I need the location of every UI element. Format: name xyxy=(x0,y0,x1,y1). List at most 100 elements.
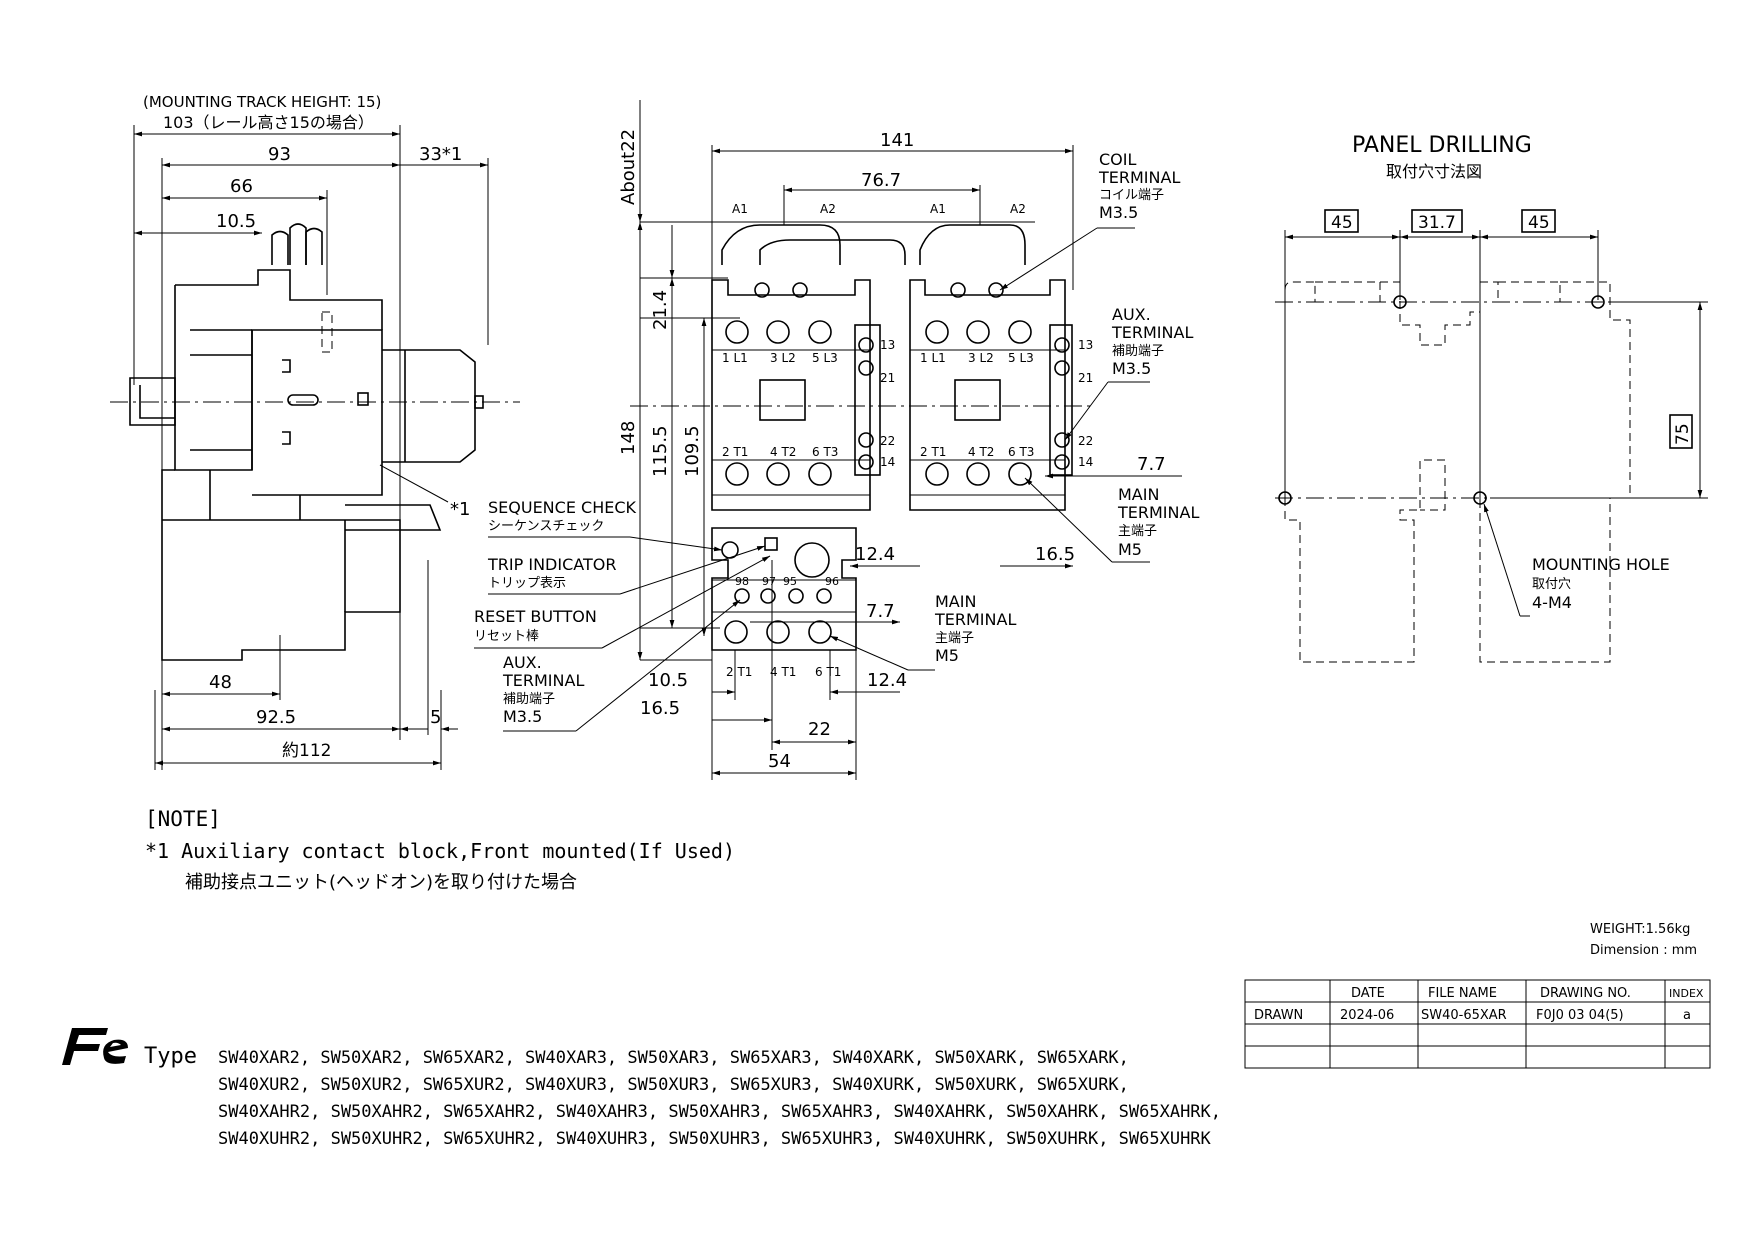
aux2-terminal-title: AUX. xyxy=(503,653,542,672)
dim-115-5: 115.5 xyxy=(650,425,671,477)
dim-75-box xyxy=(1669,414,1693,449)
tb-drawing-no: F0J0 03 04(5) xyxy=(1536,1008,1624,1023)
label-96: 96 xyxy=(825,575,839,588)
panel-drilling-title: PANEL DRILLING xyxy=(1352,133,1532,158)
label-l1-right: 1 L1 xyxy=(920,351,946,365)
label-a1-right: A1 xyxy=(930,202,946,216)
label-l2-right: 3 L2 xyxy=(968,351,994,365)
tb-index: a xyxy=(1683,1008,1691,1023)
coil-terminal-size: M3.5 xyxy=(1099,203,1138,222)
aux2-terminal-size: M3.5 xyxy=(503,707,542,726)
label-or-t1: 2 T1 xyxy=(726,665,752,679)
dim-10-5: 10.5 xyxy=(216,211,256,232)
aux-terminal-jp: 補助端子 xyxy=(1112,344,1164,359)
dim-12-4-a: 12.4 xyxy=(855,544,895,565)
dim-16-5-b: 16.5 xyxy=(640,698,680,719)
aux2-terminal-jp: 補助端子 xyxy=(503,692,555,707)
label-t1-right: 2 T1 xyxy=(920,445,946,459)
label-t2-left: 4 T2 xyxy=(770,445,796,459)
dim-10-5-front: 10.5 xyxy=(648,670,688,691)
main-terminal-size: M5 xyxy=(1118,540,1142,559)
label-l2-left: 3 L2 xyxy=(770,351,796,365)
label-21-right: 21 xyxy=(1078,371,1093,385)
dim-93: 93 xyxy=(268,144,291,165)
label-14-left: 14 xyxy=(880,455,895,469)
label-98: 98 xyxy=(735,575,749,588)
note-heading: [NOTE] xyxy=(145,807,221,831)
mounting-hole-title: MOUNTING HOLE xyxy=(1532,555,1670,574)
dim-112: 約112 xyxy=(282,741,331,761)
aux-terminal-title: AUX. xyxy=(1112,305,1151,324)
tb-date: 2024-06 xyxy=(1340,1008,1394,1023)
main2-terminal-title: MAIN xyxy=(935,592,976,611)
label-t3-right: 6 T3 xyxy=(1008,445,1034,459)
label-22-right: 22 xyxy=(1078,434,1093,448)
type-line-2: SW40XUR2, SW50XUR2, SW65XUR2, SW40XUR3, … xyxy=(218,1075,1129,1095)
label-l3-left: 5 L3 xyxy=(812,351,838,365)
contactor-right xyxy=(909,224,1073,511)
main-terminal-title2: TERMINAL xyxy=(1117,503,1199,522)
weight-label: WEIGHT:1.56kg xyxy=(1590,922,1690,937)
dim-148: 148 xyxy=(618,421,639,455)
note-block: [NOTE] *1 Auxiliary contact block,Front … xyxy=(145,807,735,893)
note-line-2: 補助接点ユニット(ヘッドオン)を取り付けた場合 xyxy=(185,872,577,893)
tb-header-date: DATE xyxy=(1351,986,1385,1001)
dim-22: 22 xyxy=(808,719,831,740)
label-t3-left: 6 T3 xyxy=(812,445,838,459)
label-t2-right: 4 T2 xyxy=(968,445,994,459)
aux-terminal-title2: TERMINAL xyxy=(1111,323,1193,342)
dim-45-a-box xyxy=(1324,209,1359,233)
dim-54: 54 xyxy=(768,751,791,772)
dim-103: 103（レール高さ15の場合） xyxy=(163,113,374,132)
panel-drilling: PANEL DRILLING 取付穴寸法図 45 31.7 45 75 MOUN… xyxy=(1275,133,1708,663)
label-13-left: 13 xyxy=(880,338,895,352)
coil-terminal-jp: コイル端子 xyxy=(1099,188,1164,203)
dim-12-4-b: 12.4 xyxy=(867,670,907,691)
dim-92-5: 92.5 xyxy=(256,707,296,728)
note-line-1: *1 Auxiliary contact block,Front mounted… xyxy=(145,839,735,863)
label-or-t2: 4 T1 xyxy=(770,665,796,679)
type-line-1: SW40XAR2, SW50XAR2, SW65XAR2, SW40XAR3, … xyxy=(218,1048,1129,1068)
aux-terminal-size: M3.5 xyxy=(1112,359,1151,378)
label-97: 97 xyxy=(762,575,776,588)
dim-48: 48 xyxy=(209,672,232,693)
dim-45-b: 45 xyxy=(1528,213,1550,233)
dimension-unit-label: Dimension : mm xyxy=(1590,943,1697,958)
main-terminal-jp: 主端子 xyxy=(1118,524,1157,539)
sequence-check-jp: シーケンスチェック xyxy=(488,519,604,534)
main2-terminal-size: M5 xyxy=(935,646,959,665)
label-l1-left: 1 L1 xyxy=(722,351,748,365)
coil-terminal-title2: TERMINAL xyxy=(1098,168,1180,187)
label-13-right: 13 xyxy=(1078,338,1093,352)
track-height-note: (MOUNTING TRACK HEIGHT: 15) xyxy=(143,93,381,111)
type-line-3: SW40XAHR2, SW50XAHR2, SW65XAHR2, SW40XAH… xyxy=(218,1102,1221,1122)
label-22-left: 22 xyxy=(880,434,895,448)
aux2-terminal-title2: TERMINAL xyxy=(502,671,584,690)
type-line-4: SW40XUHR2, SW50XUHR2, SW65XUHR2, SW40XUH… xyxy=(218,1129,1212,1149)
label-a2-left: A2 xyxy=(820,202,836,216)
dim-109-5: 109.5 xyxy=(682,425,703,477)
dim-76-7: 76.7 xyxy=(861,170,901,191)
dim-about22: About22 xyxy=(618,129,639,205)
panel-drilling-jp: 取付穴寸法図 xyxy=(1386,162,1482,181)
label-14-right: 14 xyxy=(1078,455,1093,469)
front-view: About22 21.4 148 115.5 109.5 141 76.7 7.… xyxy=(474,100,1199,780)
coil-terminal-title: COIL xyxy=(1099,150,1136,169)
label-21-left: 21 xyxy=(880,371,895,385)
main2-terminal-title2: TERMINAL xyxy=(934,610,1016,629)
reset-button-title: RESET BUTTON xyxy=(474,607,597,626)
trip-indicator-title: TRIP INDICATOR xyxy=(487,555,616,574)
main-terminal-title: MAIN xyxy=(1118,485,1159,504)
tb-header-file: FILE NAME xyxy=(1428,986,1497,1001)
mounting-hole-size: 4-M4 xyxy=(1532,593,1572,612)
sequence-check-title: SEQUENCE CHECK xyxy=(488,498,637,517)
type-label: Type xyxy=(144,1044,197,1069)
dim-45-a: 45 xyxy=(1331,213,1353,233)
dim-31-7-box xyxy=(1411,209,1463,233)
contactor-left xyxy=(711,224,906,511)
fe-logo xyxy=(62,1028,128,1065)
dim-75: 75 xyxy=(1673,423,1693,445)
dim-5: 5 xyxy=(430,707,441,728)
terminal-screws xyxy=(725,282,1070,486)
